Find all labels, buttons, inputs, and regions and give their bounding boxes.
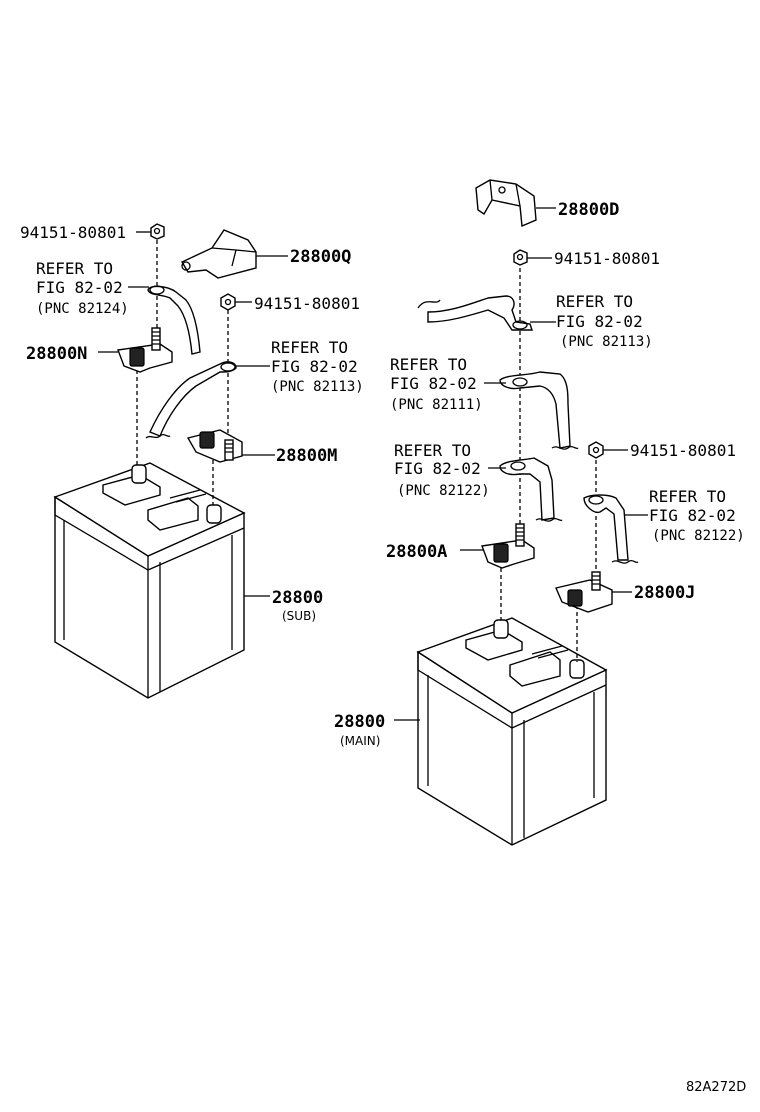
ref3-line1: REFER TO (556, 292, 633, 311)
ref6-line1: REFER TO (649, 487, 726, 506)
clamp-28800a[interactable] (481, 523, 535, 569)
nut-right-top[interactable] (513, 249, 528, 266)
ref4-line2: FIG 82-02 (390, 374, 477, 393)
main-battery[interactable] (416, 617, 608, 846)
cable-right-82122b[interactable] (583, 494, 639, 564)
ref1-line1: REFER TO (36, 259, 113, 278)
ref5-line2: FIG 82-02 (394, 459, 481, 478)
cable-right-82113[interactable] (417, 295, 533, 331)
ref4-line1: REFER TO (390, 355, 467, 374)
ref5-line1: REFER TO (394, 441, 471, 460)
ref3-line3: (PNC 82113) (560, 334, 653, 350)
clamp-28800n[interactable] (117, 327, 173, 373)
ref6-line2: FIG 82-02 (649, 506, 736, 525)
ref3-line2: FIG 82-02 (556, 312, 643, 331)
ref1-line2: FIG 82-02 (36, 278, 123, 297)
cable-right-82111[interactable] (499, 371, 579, 450)
label-28800m: 28800M (276, 446, 337, 466)
ref2-line3: (PNC 82113) (271, 379, 364, 395)
label-battery-main-note: (MAIN) (340, 734, 380, 748)
nut-left-mid[interactable] (220, 293, 236, 311)
ref6-line3: (PNC 82122) (652, 528, 745, 544)
label-28800a: 28800A (386, 542, 447, 562)
sub-battery[interactable] (53, 462, 246, 699)
cable-left-82124[interactable] (147, 285, 201, 355)
label-battery-sub-note: (SUB) (282, 609, 316, 623)
label-nut-right-mid: 94151-80801 (630, 441, 736, 460)
clamp-28800m[interactable] (186, 429, 243, 463)
label-28800n: 28800N (26, 344, 87, 364)
label-nut-right-top: 94151-80801 (554, 249, 660, 268)
label-28800d: 28800D (558, 200, 619, 220)
label-28800q: 28800Q (290, 247, 351, 267)
nut-left-top[interactable] (150, 223, 165, 240)
clamp-28800j[interactable] (555, 571, 613, 613)
label-nut-left-mid: 94151-80801 (254, 294, 360, 313)
ref4-line3: (PNC 82111) (390, 397, 483, 413)
ref2-line2: FIG 82-02 (271, 357, 358, 376)
cable-right-82122a[interactable] (499, 457, 563, 522)
terminal-cover-28800q[interactable] (181, 229, 257, 279)
label-battery-sub: 28800 (272, 588, 323, 608)
diagram-code: 82A272D (686, 1080, 746, 1095)
nut-right-mid[interactable] (588, 441, 604, 459)
label-battery-main: 28800 (334, 712, 385, 732)
label-nut-left-top: 94151-80801 (20, 223, 126, 242)
terminal-cover-28800d[interactable] (475, 179, 537, 228)
ref1-line3: (PNC 82124) (36, 301, 129, 317)
label-28800j: 28800J (634, 583, 695, 603)
ref2-line1: REFER TO (271, 338, 348, 357)
ref5-line3: (PNC 82122) (397, 483, 490, 499)
cable-left-82113[interactable] (145, 361, 237, 439)
